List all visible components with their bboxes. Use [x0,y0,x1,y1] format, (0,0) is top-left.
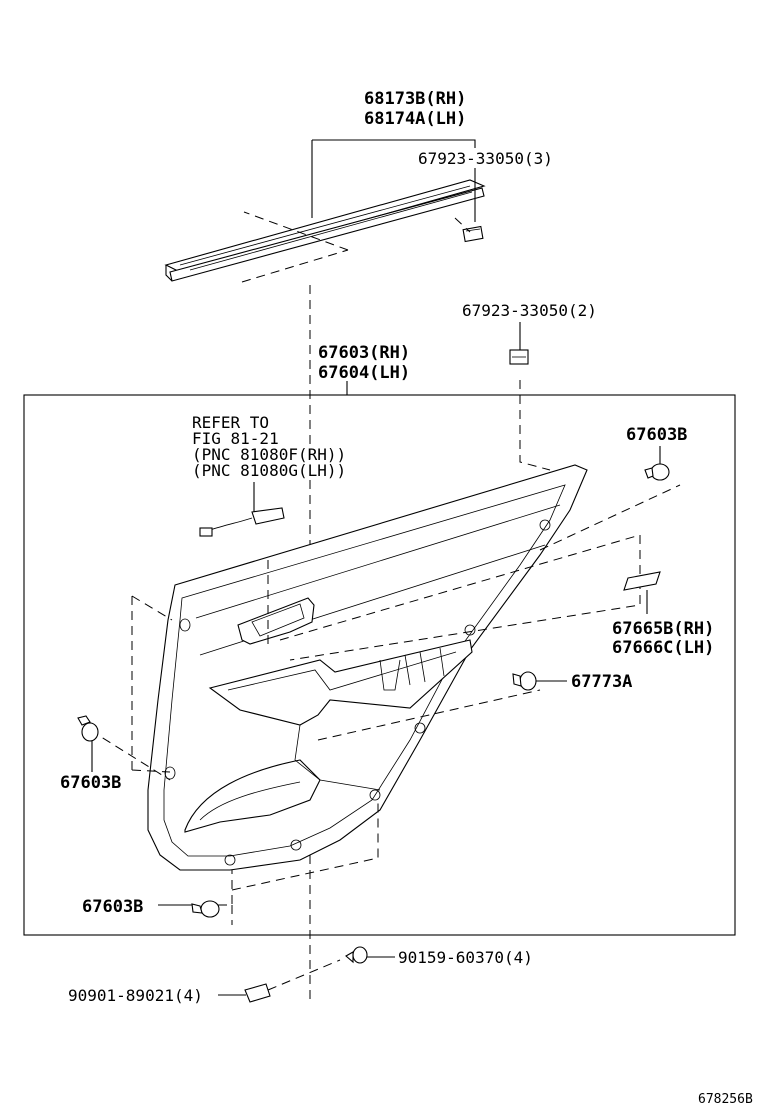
label-clip-67773a: 67773A [571,672,632,692]
label-refer-pnc-rh: (PNC 81080F(RH)) [192,445,346,464]
clip-67773a-icon [512,671,537,691]
label-refer-to: REFER TO [192,413,269,432]
clip-67603b-upper-right-icon [644,463,670,481]
label-screw-90159: 90159-60370(4) [398,948,533,967]
power-window-switch-wire [199,482,285,537]
label-pad-lh: 67666C(LH) [612,638,714,658]
label-board-rh: 67603(RH) [318,343,410,363]
clip-67923-mid-icon [509,349,529,365]
label-refer-pnc-lh: (PNC 81080G(LH)) [192,461,346,480]
door-belt-weatherstrip [164,179,486,282]
screw-90159-icon [345,946,368,964]
label-board-lh: 67604(LH) [318,363,410,383]
cap-90901-icon [244,983,271,1003]
label-weatherstrip-rh: 68173B(RH) [364,89,466,109]
pad-67665b-icon [623,571,661,591]
label-cap-90901: 90901-89021(4) [68,986,203,1005]
label-clip-67923-3: 67923-33050(3) [418,149,553,168]
label-clip-67923-2: 67923-33050(2) [462,301,597,320]
label-refer-fig: FIG 81-21 [192,429,279,448]
label-clip-67603b-upper-right: 67603B [626,425,687,445]
label-weatherstrip-lh: 68174A(LH) [364,109,466,129]
label-pad-rh: 67665B(RH) [612,619,714,639]
clip-67603b-bottom-icon [191,900,220,918]
clip-67603b-left-icon [77,715,99,742]
assembly-frame [23,394,736,936]
label-clip-67603b-bottom: 67603B [82,897,143,917]
label-clip-67603b-left: 67603B [60,773,121,793]
figure-code: 678256B [698,1092,753,1107]
door-trim-board [147,464,588,871]
